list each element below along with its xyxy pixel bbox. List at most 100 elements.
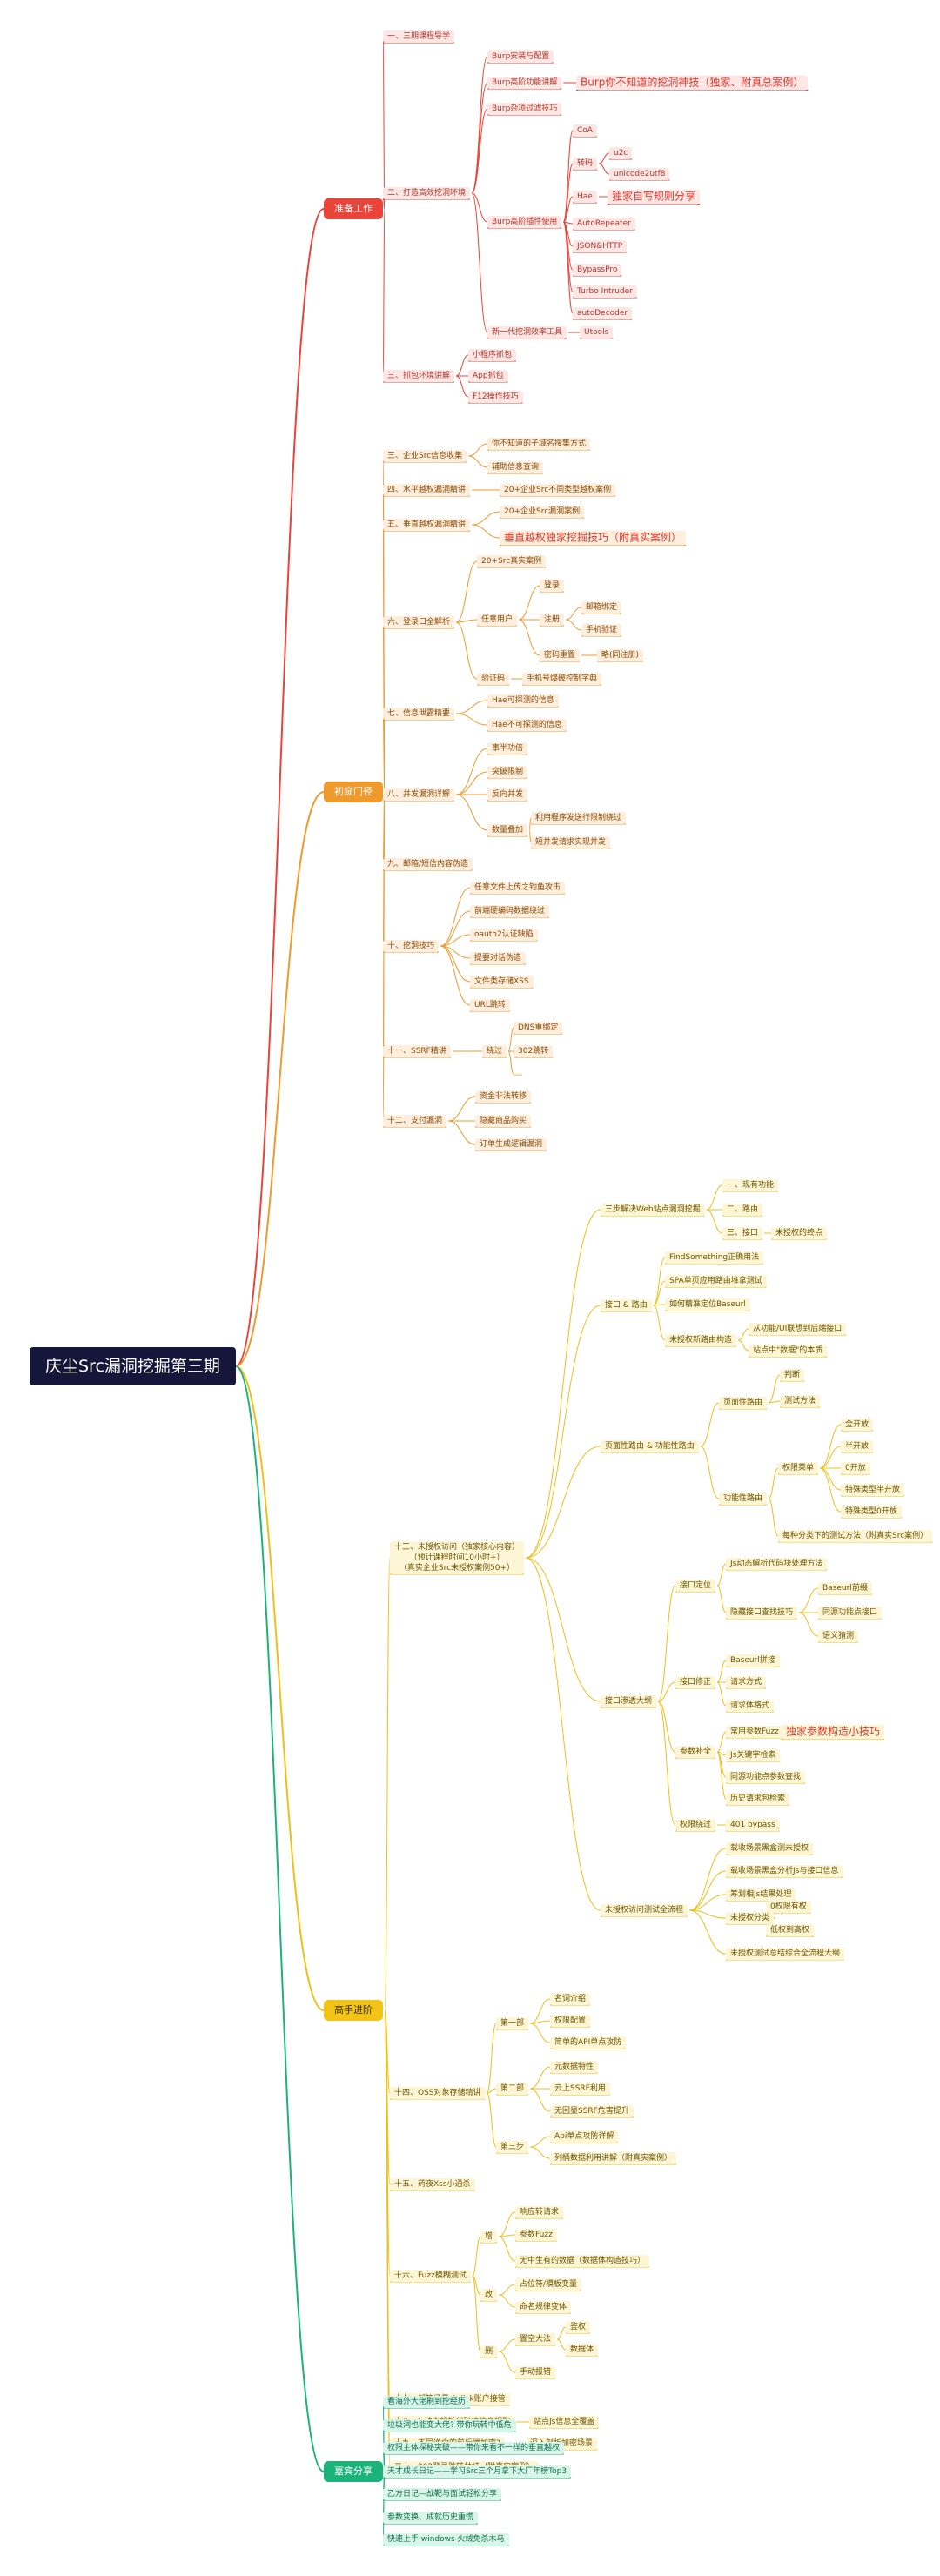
node-Js动态解析代码块处理方法: Js动态解析代码块处理方法 (726, 1558, 828, 1570)
connector-line (384, 2009, 391, 2185)
node-Utools: Utools (580, 326, 614, 339)
connector-line (382, 208, 386, 377)
connector-line (556, 2326, 567, 2340)
connector-line (498, 2211, 516, 2237)
node-十三未授权访问独家核心内容-预计课程时间10小时: 十三、未授权访问（独家核心内容） （预计课程时间10小时+） （真实企业Src未… (390, 1541, 525, 1574)
node-Burp安装与配置: Burp安装与配置 (487, 50, 554, 63)
connector-line (528, 817, 532, 831)
connector-line (440, 934, 471, 947)
connector-line (384, 2009, 391, 2277)
node-20+企业Src不同类型越权案例: 20+企业Src不同类型越权案例 (500, 484, 616, 496)
node-资金非法转移: 资金非法转移 (475, 1090, 532, 1103)
connector-line (716, 1751, 727, 1800)
connector-line (528, 829, 532, 843)
node-如何精准定位Baseurl: 如何精准定位Baseurl (665, 1298, 750, 1311)
connector-line (819, 1467, 842, 1513)
node-天才成长日记——学习Src三个月拿下大厂年榜To: 天才成长日记——学习Src三个月拿下大厂年榜Top3 (383, 2465, 572, 2478)
connector-line (716, 1681, 727, 1707)
node-十一SSRF精讲: 十一、SSRF精讲 (383, 1045, 451, 1057)
connector-line (468, 443, 488, 457)
connector-line (384, 1557, 391, 2011)
node-站点Js信息全覆盖: 站点Js信息全覆盖 (529, 2416, 600, 2428)
node-20+Src真实案例: 20+Src真实案例 (477, 555, 547, 567)
connector-line (440, 910, 471, 947)
node-无回显SSRF危害提升: 无回显SSRF危害提升 (550, 2105, 634, 2117)
connector-line (518, 619, 540, 656)
node-九邮箱短信内容伪造: 九、邮箱/短信内容伪造 (383, 858, 473, 870)
connector-line (706, 1184, 723, 1211)
connector-line (768, 1374, 781, 1404)
node-独家自写规则分享: 独家自写规则分享 (608, 189, 701, 205)
connector-line (565, 619, 582, 631)
connector-line (819, 1424, 842, 1469)
node-三企业Src信息收集: 三、企业Src信息收集 (383, 450, 467, 462)
connector-line (455, 560, 478, 623)
node-第一部: 第一部 (496, 2017, 529, 2029)
connector-line (498, 2294, 516, 2308)
node-你不知道的子域名搜集方式: 你不知道的子域名搜集方式 (487, 438, 591, 450)
connector-line (487, 2023, 497, 2094)
node-App抓包: App抓包 (468, 370, 508, 382)
node-特殊类型0开放: 特殊类型0开放 (841, 1506, 902, 1518)
connector-line (518, 585, 540, 621)
node-AutoRepeater: AutoRepeater (573, 218, 635, 230)
node-六登录口全解析: 六、登录口全解析 (383, 616, 455, 628)
connector-line (529, 1998, 551, 2024)
node-手机号爆破控制字典: 手机号爆破控制字典 (522, 673, 602, 685)
node-低权到高权: 低权到高权 (766, 1924, 815, 1936)
connector-line (716, 1585, 727, 1613)
connector-line (440, 887, 471, 947)
node-Burp你不知道的挖洞神技独家附真总案例: Burp你不知道的挖洞神技（独家、附真总案例） (576, 75, 809, 91)
node-名词介绍: 名词介绍 (550, 1993, 591, 2005)
connector-line (471, 108, 488, 194)
node-功能性路由: 功能性路由 (719, 1493, 768, 1505)
connector-line (455, 354, 469, 377)
node-CoA: CoA (573, 124, 597, 137)
node-响应转请求: 响应转请求 (515, 2206, 564, 2218)
node-同源功能点参数查找: 同源功能点参数查找 (726, 1771, 806, 1783)
node-测试方法: 测试方法 (780, 1395, 821, 1407)
node-简单的API单点攻防: 简单的API单点攻防 (550, 2036, 627, 2049)
connector-line (455, 771, 488, 795)
node-Hae: Hae (573, 191, 597, 203)
connector-line (563, 196, 574, 223)
node-三接口: 三、接口 (722, 1227, 763, 1239)
connector-line (529, 2136, 551, 2148)
connector-line (235, 1365, 325, 2011)
node-十五药夜Xss小通杀: 十五、药夜Xss小通杀 (390, 2178, 475, 2190)
connector-line (657, 1701, 676, 1753)
connector-line (487, 2088, 497, 2094)
connector-line (456, 619, 478, 623)
connector-line (456, 713, 488, 726)
node-Turbo-Intruder: Turbo Intruder (573, 285, 637, 298)
connector-line (526, 1557, 601, 1702)
node-反向并发: 反向并发 (487, 788, 528, 801)
node-删: 删 (480, 2345, 498, 2358)
connector-line (562, 221, 574, 314)
connector-line (507, 1050, 514, 1075)
node-Baseurl前缀: Baseurl前缀 (818, 1582, 872, 1594)
connector-line (700, 1402, 720, 1447)
connector-line (498, 2338, 516, 2352)
node-云上SSRF利用: 云上SSRF利用 (550, 2083, 610, 2095)
node-20+企业Src漏洞案例: 20+企业Src漏洞案例 (500, 506, 585, 518)
node-无中生有的数据数据体构造技巧: 无中生有的数据（数据体构造技巧） (515, 2255, 650, 2267)
node-SPA单页应用路由堆拿测试: SPA单页应用路由堆拿测试 (665, 1275, 767, 1287)
node-半开放: 半开放 (841, 1440, 874, 1452)
node-302跳转: 302跳转 (514, 1045, 554, 1057)
node-七信息泄露精要: 七、信息泄露精要 (383, 708, 455, 720)
node-任意用户: 任意用户 (477, 614, 518, 626)
connector-line (700, 1446, 720, 1499)
node-载收场景黑盒测未授权: 载收场景黑盒测未授权 (726, 1842, 814, 1855)
node-Burp杂项过滤技巧: Burp杂项过滤技巧 (487, 103, 562, 115)
node-略同注册: 略(同注册) (597, 649, 644, 661)
connector-line (716, 1731, 727, 1753)
node-四水平越权漏洞精讲: 四、水平越权漏洞精讲 (383, 484, 471, 496)
node-元数据特性: 元数据特性 (550, 2061, 599, 2073)
node-密码重置: 密码重置 (540, 649, 581, 661)
node-乙方日记—战靶与面试轻松分享: 乙方日记—战靶与面试轻松分享 (383, 2488, 502, 2500)
connector-line (468, 455, 488, 468)
connector-line (447, 1120, 476, 1145)
connector-line (598, 152, 610, 164)
node-Hae可探测的信息: Hae可探测的信息 (487, 694, 559, 707)
